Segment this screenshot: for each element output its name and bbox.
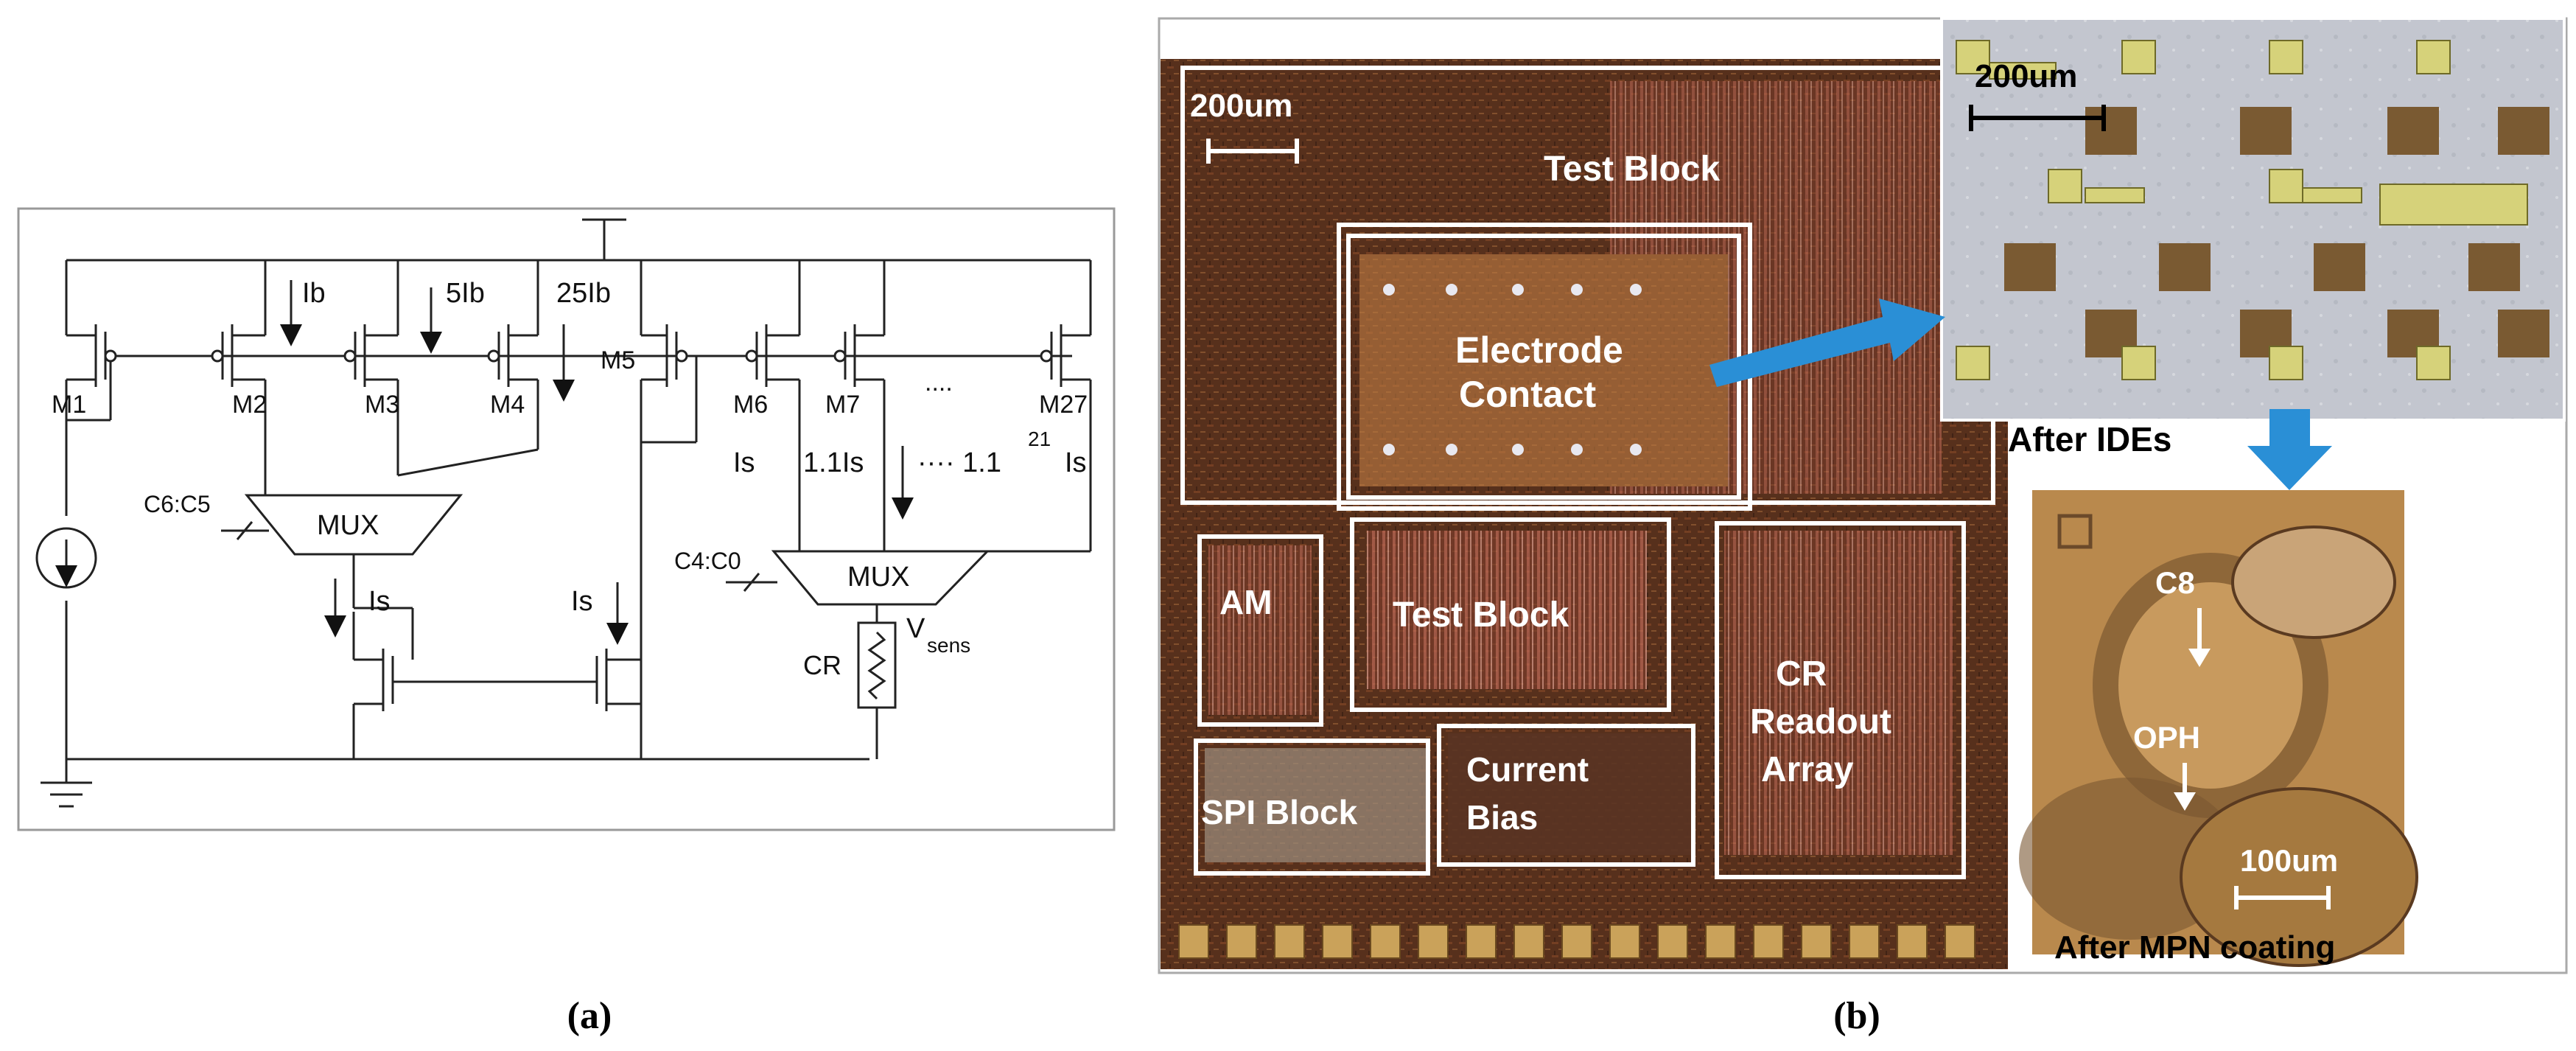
current-arrows — [280, 280, 914, 645]
label-5ib: 5Ib — [446, 278, 485, 309]
mux-right — [771, 550, 990, 606]
label-is-tail: Is — [1065, 447, 1087, 478]
ide-pads — [2004, 107, 2549, 357]
bias-label-2: Bias — [1466, 798, 1538, 837]
label-is-mid: Is — [571, 586, 593, 617]
label-m3: M3 — [365, 391, 399, 419]
cr-resistor — [857, 621, 897, 709]
label-cr: CR — [803, 650, 841, 680]
caption-a: (a) — [567, 995, 612, 1037]
electrode-label-1: Electrode — [1455, 329, 1623, 371]
label-1-1-pow: ···· 1.1 — [917, 447, 1001, 478]
pmos-bubbles — [104, 349, 1053, 363]
after-ides-label: After IDEs — [2008, 420, 2171, 458]
mux-right-ctrl: C4:C0 — [674, 548, 741, 574]
label-25ib: 25Ib — [556, 278, 611, 309]
label-m5: M5 — [601, 346, 635, 374]
panel-b-die-photo: 200um Test Block Electrode Contact AM Te… — [1158, 17, 2568, 1037]
mux-left — [244, 494, 463, 556]
bond-pads — [1178, 924, 1975, 959]
caption-b: (b) — [1833, 995, 1880, 1037]
ide-electrodes — [1956, 40, 2528, 380]
label-ib: Ib — [302, 278, 326, 309]
cr-label-1: CR — [1776, 654, 1827, 694]
test-block-top-label: Test Block — [1544, 150, 1720, 189]
cr-label-2: Readout — [1750, 702, 1891, 741]
label-m6: M6 — [733, 391, 768, 419]
label-1-1is: 1.1Is — [803, 447, 864, 478]
ide-scale-label: 200um — [1975, 58, 2077, 94]
schematic-frame — [17, 207, 1116, 831]
panel-a-schematic: M1 M2 M3 M4 M5 M6 M7 .... M27 Ib 5Ib 25I… — [17, 207, 1116, 1037]
label-vsens-sub: sens — [927, 634, 970, 657]
mux-left-label: MUX — [317, 510, 379, 541]
ide-scale-bar — [1969, 105, 2106, 131]
oph-label: OPH — [2133, 720, 2200, 755]
cr-label-3: Array — [1761, 750, 1854, 789]
mux-left-ctrl: C6:C5 — [144, 491, 211, 517]
label-m7: M7 — [825, 391, 860, 419]
mpn-inset: C8 OPH 100um — [2019, 490, 2418, 967]
bias-label-1: Current — [1466, 750, 1589, 789]
arrow-to-mpn — [2247, 409, 2332, 490]
scale-main-label: 200um — [1190, 88, 1292, 124]
label-vsens: V — [906, 613, 925, 644]
label-is-left: Is — [368, 586, 391, 617]
scale-small-bar — [2234, 886, 2331, 909]
label-m4: M4 — [490, 391, 525, 419]
label-m27: M27 — [1039, 391, 1088, 419]
spi-label: SPI Block — [1201, 793, 1358, 831]
label-m2: M2 — [232, 391, 267, 419]
scale-main-bar — [1206, 139, 1299, 164]
ide-inset: 200um — [1940, 17, 2566, 422]
electrode-dots — [1383, 284, 1642, 455]
label-m1: M1 — [52, 391, 86, 419]
label-is-row: Is — [733, 447, 755, 478]
electrode-label-2: Contact — [1459, 374, 1596, 415]
label-exp-21: 21 — [1028, 427, 1051, 450]
am-label: AM — [1219, 583, 1273, 621]
label-ellipsis: .... — [925, 369, 953, 397]
arrow-to-ide — [1709, 298, 1945, 387]
after-mpn-label: After MPN coating — [2054, 929, 2335, 966]
test-block-mid-label: Test Block — [1393, 596, 1569, 635]
c8-label: C8 — [2155, 565, 2195, 600]
mux-right-label: MUX — [847, 562, 909, 593]
scale-small-label: 100um — [2240, 843, 2338, 878]
